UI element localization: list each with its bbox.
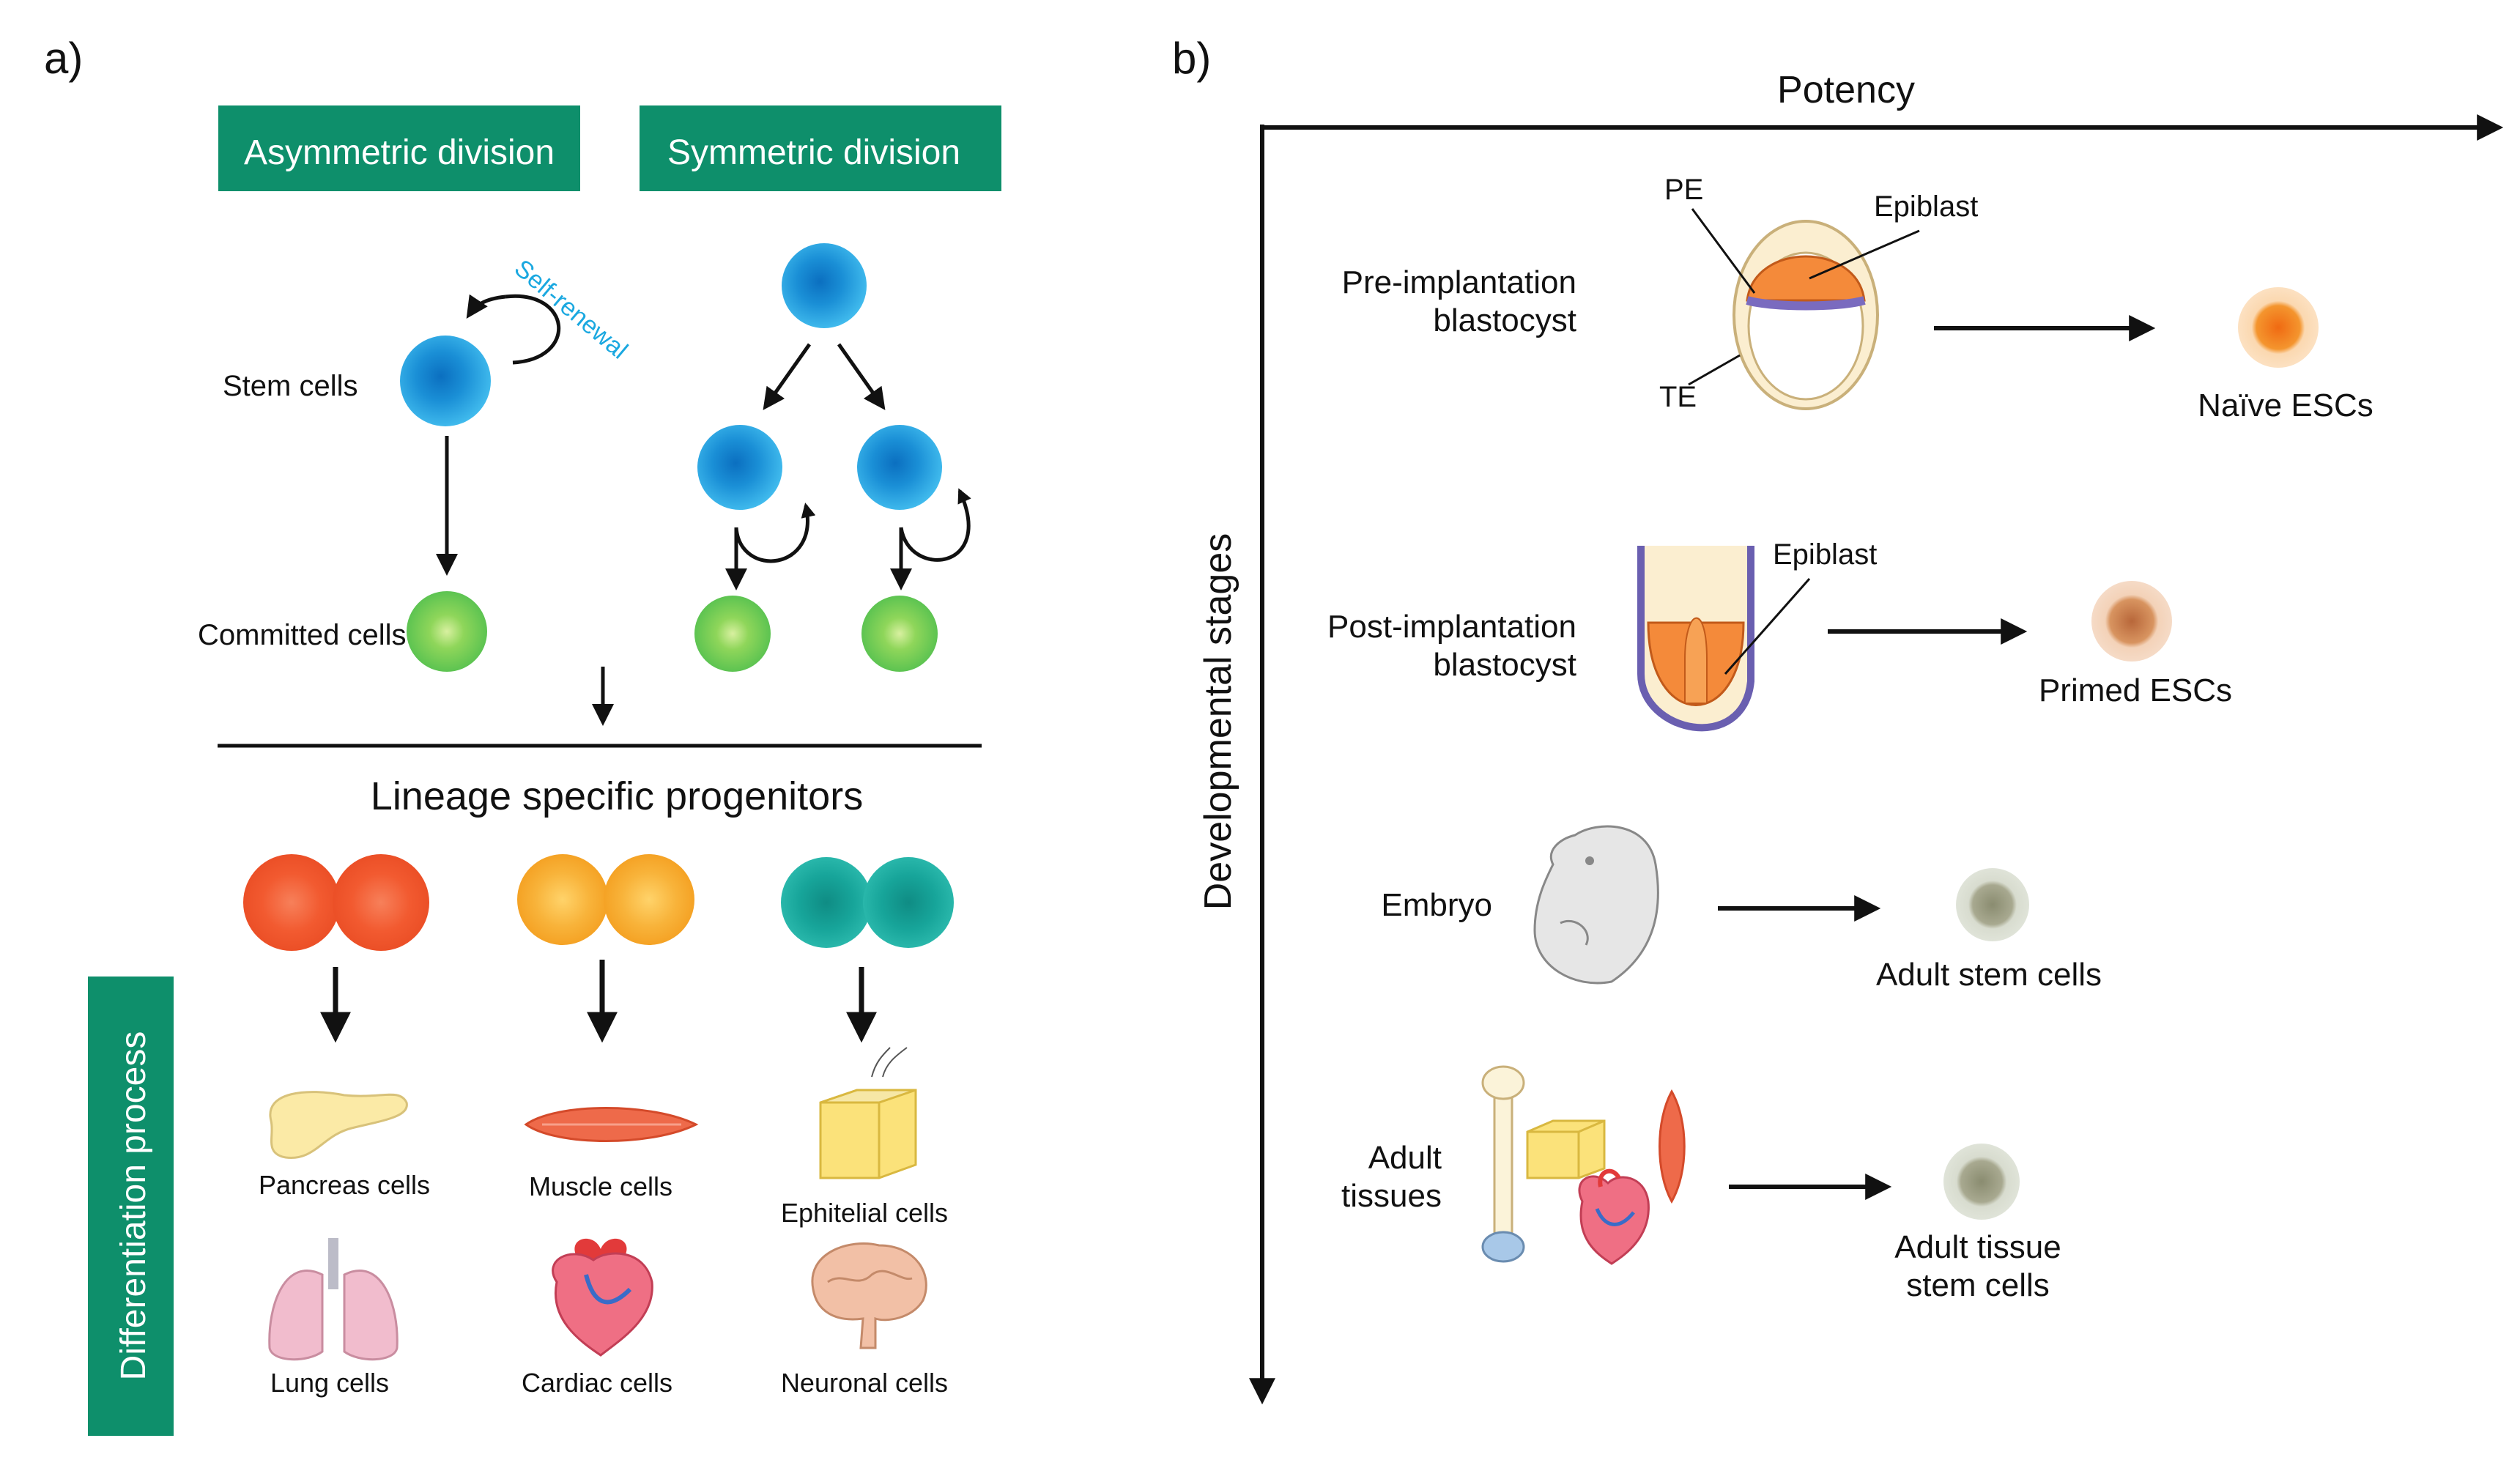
- sym-arrow-left: [763, 343, 812, 410]
- self-renewal-label: Self-renewal: [509, 254, 633, 365]
- embryo-icon: [1533, 825, 1659, 985]
- potency-axis-title: Potency: [1777, 69, 1915, 111]
- committed-cell-asym: [407, 591, 487, 672]
- adult-stem-label: Adult stem cells: [1876, 957, 2102, 993]
- post-implantation-blastocyst-icon: [1637, 546, 1754, 732]
- post-implantation-stage-line2: blastocyst: [1433, 647, 1576, 683]
- asymmetric-division-title: Asymmetric division: [244, 133, 555, 172]
- pre-implantation-stage-line1: Pre-implantation: [1342, 264, 1576, 300]
- asymmetric-division-box: [218, 105, 580, 191]
- adult-tissues-line2: tissues: [1341, 1178, 1442, 1214]
- epithelial-icon: [819, 1047, 917, 1179]
- self-renewal-arrow: [505, 294, 561, 365]
- embryo-stage-label: Embryo: [1381, 887, 1492, 923]
- lung-icon: [268, 1238, 399, 1361]
- sym-loop-right: [899, 488, 971, 562]
- post-epiblast-label: Epiblast: [1773, 538, 1877, 571]
- adult-tissues-line1: Adult: [1368, 1140, 1442, 1176]
- sym-stem-cell-right: [857, 425, 942, 510]
- neuronal-label: Neuronal cells: [781, 1368, 948, 1398]
- differentiation-box: [88, 977, 174, 1436]
- primed-esc-label: Primed ESCs: [2039, 672, 2232, 708]
- muscle-icon: [524, 1107, 699, 1142]
- adult-tissue-stem-line2: stem cells: [1906, 1267, 2050, 1303]
- pre-epiblast-label: Epiblast: [1874, 190, 1978, 223]
- te-pointer: [1688, 354, 1741, 386]
- progenitor-pair-teal: [781, 857, 954, 948]
- epithelial-label: Ephitelial cells: [781, 1198, 948, 1228]
- brain-icon: [811, 1242, 927, 1349]
- te-label: TE: [1659, 381, 1697, 413]
- pe-label: PE: [1664, 174, 1703, 206]
- panel-b-label: b): [1172, 34, 1211, 83]
- primed-esc-cell: [2091, 581, 2172, 662]
- sym-stem-cell-top: [782, 243, 867, 328]
- symmetric-division-box: [640, 105, 1001, 191]
- heart-tissue-icon: [1578, 1168, 1650, 1265]
- adult-tissue-stem-cell: [1943, 1144, 2020, 1220]
- skin-icon: [1526, 1119, 1606, 1179]
- muscle-label: Muscle cells: [529, 1171, 672, 1201]
- cardiac-label: Cardiac cells: [522, 1368, 672, 1398]
- pancreas-icon: [269, 1091, 408, 1159]
- self-renewal-arrowhead-line: [466, 294, 506, 319]
- naive-esc-cell: [2238, 287, 2319, 368]
- adult-stem-cell: [1956, 868, 2029, 941]
- differentiation-label: Differentiation process: [114, 1031, 153, 1381]
- epiblast-pointer-pre: [1809, 229, 1920, 280]
- stem-cells-label: Stem cells: [223, 370, 358, 402]
- panel-a-label: a): [44, 34, 83, 83]
- post-implantation-stage-line1: Post-implantation: [1327, 609, 1576, 645]
- stem-cell: [400, 336, 491, 426]
- pre-implantation-blastocyst-icon: [1732, 220, 1879, 410]
- committed-cells-label: Committed cells: [198, 619, 407, 651]
- sym-arrow-right: [837, 343, 886, 410]
- committed-cell-sym-right: [861, 596, 938, 672]
- committed-cell-sym-left: [694, 596, 771, 672]
- bone-icon: [1481, 1065, 1525, 1263]
- lung-label: Lung cells: [270, 1368, 389, 1398]
- naive-esc-label: Naïve ESCs: [2198, 388, 2373, 423]
- heart-icon: [552, 1238, 653, 1357]
- progenitor-pair-red: [243, 854, 429, 951]
- pre-implantation-stage-line2: blastocyst: [1433, 303, 1576, 338]
- pe-pointer: [1691, 208, 1756, 294]
- developmental-axis-title: Developmental stages: [1197, 533, 1239, 911]
- progenitor-pair-yellow: [517, 854, 694, 945]
- adult-tissue-stem-line1: Adult tissue: [1894, 1229, 2061, 1265]
- epiblast-pointer-post: [1724, 578, 1811, 675]
- sym-stem-cell-left: [697, 425, 782, 510]
- progenitors-title: Lineage specific progenitors: [371, 774, 863, 818]
- sym-loop-left: [734, 503, 816, 563]
- symmetric-division-title: Symmetric division: [667, 133, 960, 172]
- pancreas-label: Pancreas cells: [259, 1170, 430, 1200]
- muscle-fiber-icon: [1659, 1089, 1686, 1204]
